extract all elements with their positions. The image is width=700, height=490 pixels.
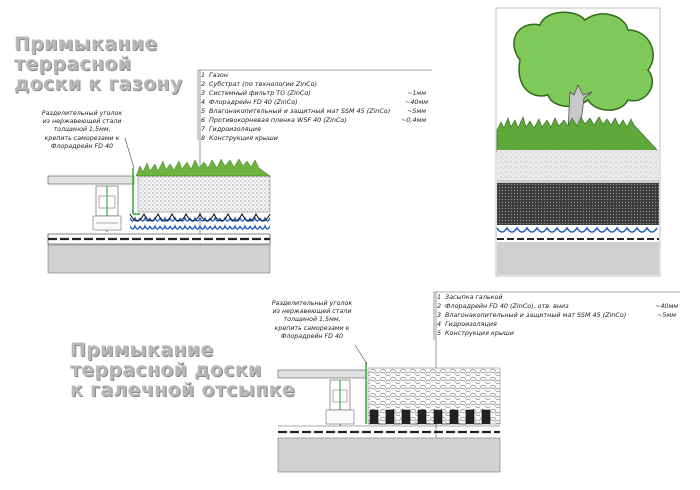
- gravel-title-line-1: Примыкание: [70, 339, 214, 361]
- lawn-title-line-2: террасной: [14, 53, 132, 75]
- gravel-title-line-3: к галечной отсыпке: [70, 379, 296, 401]
- lawn-title-line-1: Примыкание: [14, 33, 158, 55]
- gravel-angle-note: Разделительный уголок из нержавеющей ста…: [271, 300, 353, 340]
- lawn-3d-illustration: [495, 7, 661, 277]
- lawn-adjoining-title: Примыкание террасной доски к газону: [14, 34, 183, 94]
- gravel-adjoining-title: Примыкание террасной доски к галечной от…: [70, 340, 295, 400]
- lawn-angle-note: Разделительный уголок из нержавеющей ста…: [41, 110, 123, 150]
- lawn-title-line-3: доски к газону: [14, 73, 183, 95]
- gravel-title-line-2: террасной доски: [70, 359, 262, 381]
- lawn-detail-section: [47, 69, 432, 274]
- gravel-detail-section: [277, 291, 680, 473]
